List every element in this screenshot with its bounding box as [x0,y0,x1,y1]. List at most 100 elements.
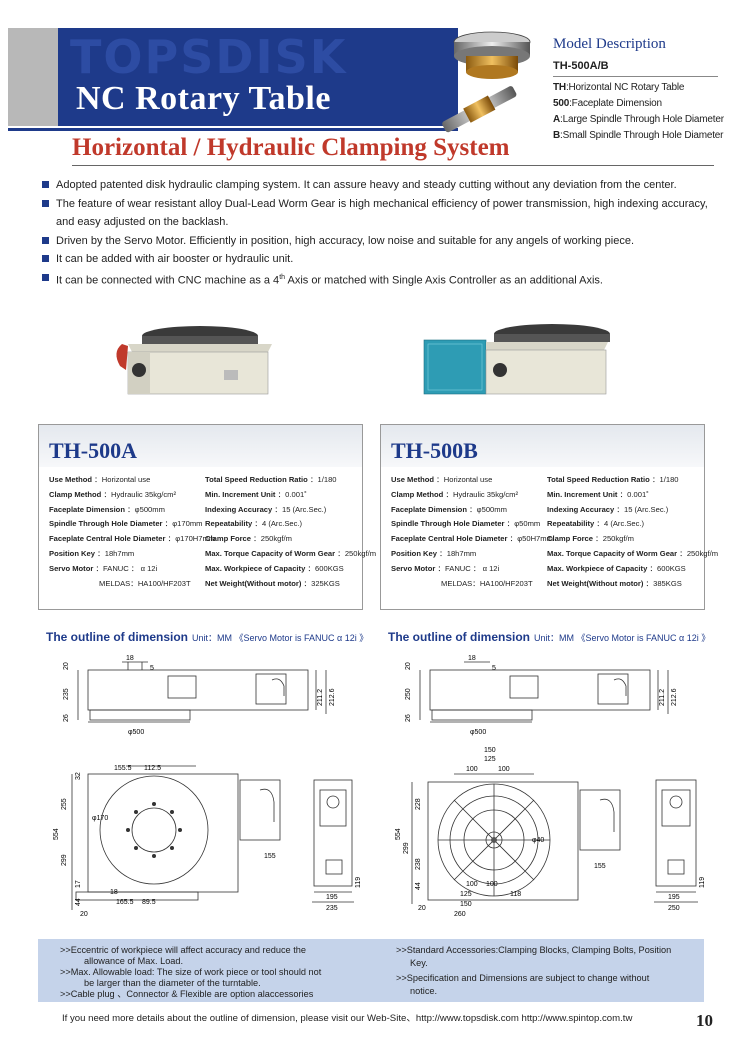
dim-label: 20 [63,662,70,670]
title-banner: TOPSDISK NC Rotary Table [58,28,458,126]
spec-row: Repeatability ：4 (Arc.Sec.) [205,519,303,529]
dim-label: 119 [699,877,706,888]
spec-row: Position Key ：18h7mm [49,548,135,558]
dim-label: φ170 [92,815,108,822]
dim-label: 119 [355,877,362,888]
dim-label: φ40 [532,837,544,844]
dim-label: 26 [63,714,70,722]
note-line: Key. [410,958,428,968]
dim-label: 125 [460,891,472,898]
spec-row: Faceplate Dimension ：φ500mm [391,504,507,514]
spec-column-right: Total Speed Reduction Ratio ：1/180 Min. … [205,473,376,591]
spec-row: Max. Workpiece of Capacity ：600KGS [547,563,686,573]
dim-label: 195 [668,894,680,901]
spec-column-right: Total Speed Reduction Ratio ：1/180 Min. … [547,473,718,591]
bullet-square-icon [42,181,49,188]
dim-label: 235 [63,688,70,700]
dim-label: φ500 [470,729,486,736]
th-500b-machine-image [423,324,610,395]
dim-label: 255 [61,798,68,810]
dim-label: 100 [466,881,478,888]
model-code: TH-500A/B [553,60,609,72]
dim-label: 155 [594,863,606,870]
note-line: >>Standard Accessories:Clamping Blocks, … [396,945,672,955]
dim-label: 18 [126,655,134,662]
spec-row: Net Weight(Without motor) ：325KGS [205,578,340,588]
note-line: allowance of Max. Load. [84,956,184,966]
spec-row: MELDAS：HA100/HF203T [99,578,191,588]
feature-item: It can be added with air booster or hydr… [40,250,720,269]
dim-label: 228 [415,798,422,810]
spec-row: Faceplate Central Hole Diameter ：φ50H7mm [391,534,553,544]
model-description: Model Description TH-500A/B TH:Horizonta… [553,36,733,141]
dim-label: 150 [484,747,496,754]
dim-label: 100 [466,766,478,773]
spec-row: Spindle Through Hole Diameter ：φ50mm [391,519,541,529]
subtitle-rule [72,165,714,166]
spec-row: Min. Increment Unit ：0.001˚ [205,489,307,499]
feature-item: Adopted patented disk hydraulic clamping… [40,176,720,195]
drawing-b-top-view: 150 125 100 100 228 554 238 299 44 20 10… [395,747,621,918]
dim-label: 250 [668,905,680,912]
dim-label: 20 [405,662,412,670]
spec-row: Use Method ：Horizontal use [49,475,151,484]
bullet-square-icon [42,236,49,244]
spec-row: Repeatability ：4 (Arc.Sec.) [547,519,645,529]
drawing-b-side-view: 18 5 20 250 26 211.2 212.6 φ500 [405,655,678,736]
dim-label: 44 [415,882,422,890]
dim-label: φ500 [128,729,144,736]
spec-row: Max. Workpiece of Capacity ：600KGS [205,563,344,573]
spec-row: Spindle Through Hole Diameter ：φ170mm [49,519,203,529]
bullet-square-icon [42,199,49,207]
model-line-th: TH:Horizontal NC Rotary Table [553,82,685,93]
dim-label: 112.5 [144,765,161,772]
notes-box: >>Eccentric of workpiece will affect acc… [38,939,704,1002]
dim-label: 44 [75,898,82,906]
dim-label: 250 [405,688,412,700]
spec-title: TH-500B [391,438,478,463]
note-line: be larger than the diameter of the turnt… [84,978,261,988]
feature-item: It can be connected with CNC machine as … [40,269,720,290]
dim-label: 20 [80,911,88,918]
dim-label: 18 [468,655,476,662]
dim-label: 299 [403,842,410,854]
drawing-b-end-view: 119 195 250 [654,779,706,912]
footer-text: If you need more details about the outli… [62,1013,633,1024]
dim-label: 26 [405,714,412,722]
dim-label: 195 [326,894,338,901]
spec-header-band [381,425,704,467]
spec-row: Position Key ：18h7mm [391,548,477,558]
spec-row: Indexing Accuracy ：15 (Arc.Sec.) [547,504,669,514]
note-line: >>Specification and Dimensions are subje… [396,973,650,983]
dim-label: 125 [484,756,496,763]
spec-row: Servo Motor ：FANUC ： α 12i [391,563,500,573]
dim-label: 118 [510,891,521,898]
spec-row: MELDAS：HA100/HF203T [441,578,533,588]
spec-row: Servo Motor ：FANUC ： α 12i [49,563,158,573]
dim-label: 260 [454,911,466,918]
bullet-square-icon [42,255,49,262]
model-line-500: 500:Faceplate Dimension [553,98,662,109]
dim-label: 554 [395,828,402,840]
th-500a-machine-image [116,326,272,395]
dim-label: 5 [150,665,154,672]
dim-label: 155 [264,853,276,860]
spec-header-band [39,425,362,467]
dim-label: 165.5 [116,899,134,906]
feature-item: Driven by the Servo Motor. Efficiently i… [40,232,720,251]
dim-label: 212.6 [671,688,678,706]
spec-panel-th-500b: TH-500B Use Method ：Horizontal use Clamp… [380,424,718,610]
spec-row: Clamp Method ：Hydraulic 35kg/cm² [49,489,177,499]
dim-label: 89.5 [142,899,156,906]
dim-label: 235 [326,905,338,912]
dim-label: 554 [53,828,60,840]
feature-list: Adopted patented disk hydraulic clamping… [40,176,720,290]
dim-label: 212.6 [329,688,336,706]
spec-row: Min. Increment Unit ：0.001˚ [547,489,649,499]
spec-row: Total Speed Reduction Ratio ：1/180 [547,475,679,484]
spec-column-left: Use Method ：Horizontal use Clamp Method … [391,473,553,591]
spec-row: Max. Torque Capacity of Worm Gear ：250kg… [205,548,377,558]
spec-column-left: Use Method ：Horizontal use Clamp Method … [49,473,215,591]
spec-row: Max. Torque Capacity of Worm Gear ：250kg… [547,548,719,558]
